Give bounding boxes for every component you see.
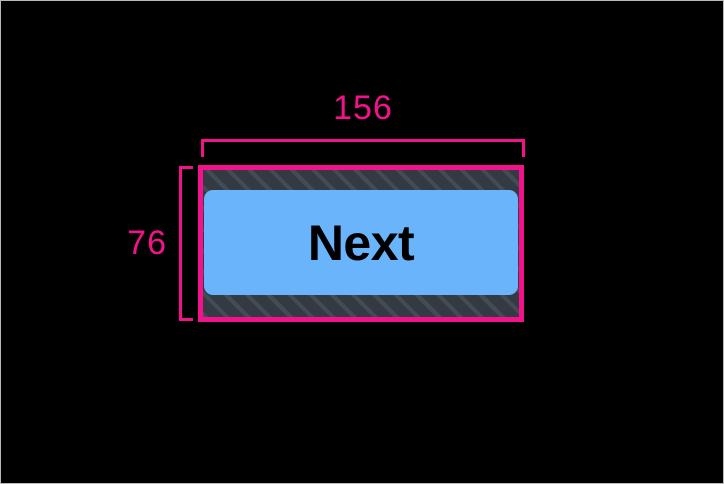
next-button-label: Next	[307, 214, 415, 271]
element-selection-outline	[198, 165, 524, 322]
next-button[interactable]: Next	[204, 190, 518, 295]
width-measurement-label: 156	[333, 89, 393, 127]
height-measurement-bracket	[179, 166, 193, 321]
width-measurement-bracket	[201, 139, 525, 157]
height-measurement-label: 76	[127, 224, 167, 262]
